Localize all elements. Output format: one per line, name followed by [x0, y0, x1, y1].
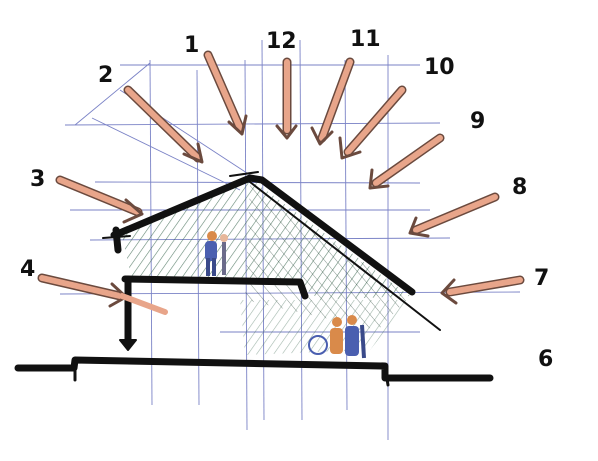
label-11: 11 — [350, 27, 381, 52]
label-2: 2 — [98, 63, 113, 88]
label-7: 7 — [534, 266, 549, 291]
label-8: 8 — [512, 175, 527, 200]
label-4: 4 — [20, 257, 35, 282]
label-12: 12 — [266, 29, 297, 54]
label-9: 9 — [470, 109, 485, 134]
label-6: 6 — [538, 347, 553, 372]
label-1: 1 — [184, 33, 199, 58]
label-3: 3 — [30, 167, 45, 192]
label-10: 10 — [424, 55, 455, 80]
